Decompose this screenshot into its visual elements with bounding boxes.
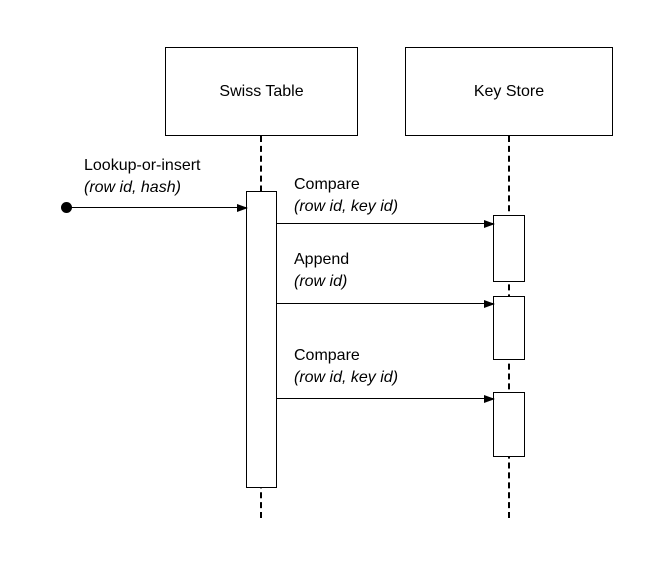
start-node-circle	[61, 202, 72, 213]
message-name: Compare	[294, 347, 360, 364]
message-name: Append	[294, 251, 350, 268]
message-arrow-append	[277, 300, 495, 308]
arrowhead-icon	[484, 220, 495, 228]
arrowhead-icon	[237, 204, 248, 212]
message-arrow-compare-2	[277, 395, 495, 403]
message-arrow-lookup-or-insert	[67, 204, 248, 212]
message-args: (row id, hash)	[84, 179, 181, 196]
actor-label-swiss-table: Swiss Table	[219, 82, 304, 100]
message-arrow-compare-1	[277, 220, 495, 228]
message-name: Compare	[294, 176, 360, 193]
message-name: Lookup-or-insert	[84, 157, 201, 174]
message-label-append: Append (row id)	[294, 249, 349, 293]
actor-box-swiss-table: Swiss Table	[165, 47, 358, 136]
activation-bar-key-store-3	[493, 392, 525, 457]
activation-bar-key-store-1	[493, 215, 525, 282]
message-label-compare-1: Compare (row id, key id)	[294, 174, 398, 218]
actor-box-key-store: Key Store	[405, 47, 613, 136]
actor-label-key-store: Key Store	[473, 82, 545, 100]
message-args: (row id)	[294, 273, 348, 290]
activation-bar-swiss-table	[246, 191, 277, 488]
activation-bar-key-store-2	[493, 296, 525, 360]
message-args: (row id, key id)	[294, 198, 399, 215]
message-args: (row id, key id)	[294, 369, 399, 386]
arrowhead-icon	[484, 300, 495, 308]
message-label-compare-2: Compare (row id, key id)	[294, 345, 398, 389]
arrowhead-icon	[484, 395, 495, 403]
message-label-lookup-or-insert: Lookup-or-insert (row id, hash)	[84, 155, 201, 199]
